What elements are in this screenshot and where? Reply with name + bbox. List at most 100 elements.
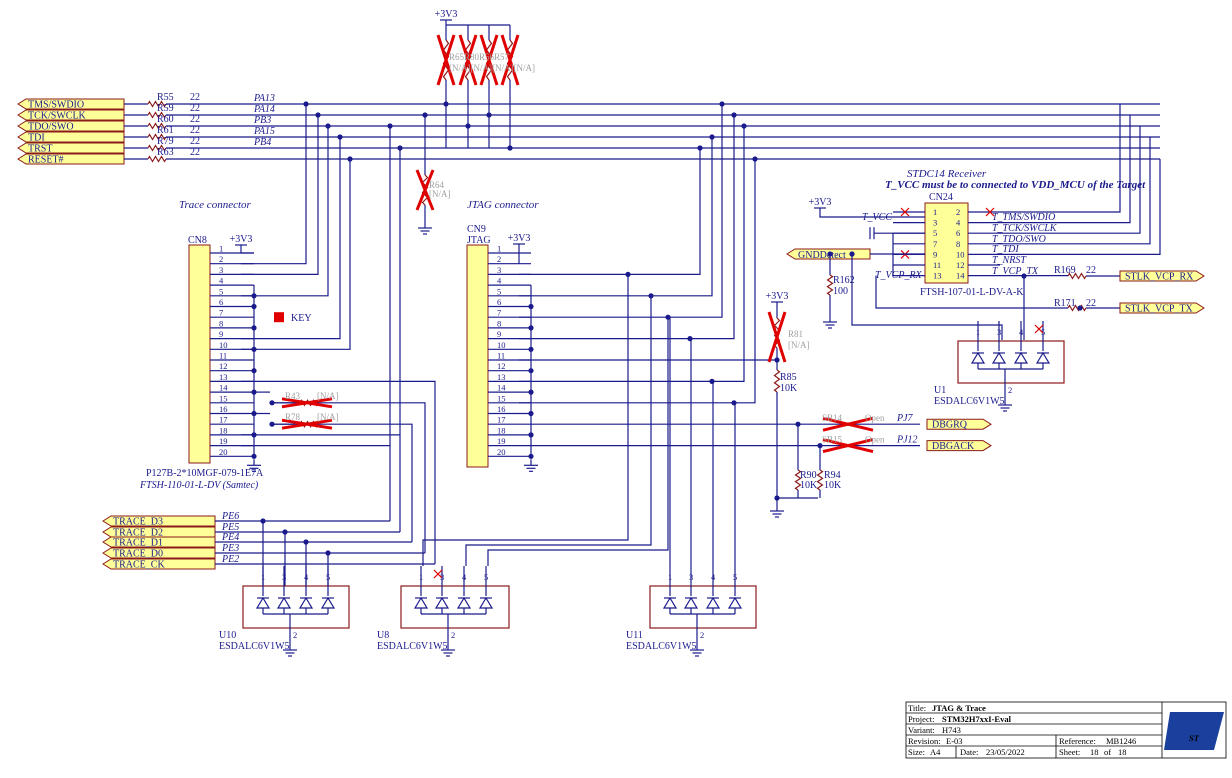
cn8-pin-number: 13 xyxy=(219,372,228,382)
net-label: PA13 xyxy=(253,93,275,104)
cn8-pin-number: 7 xyxy=(219,308,223,318)
stdc-note: T_VCC must be to connected to VDD_MCU of… xyxy=(885,179,1146,191)
cn8-pin-number: 8 xyxy=(219,318,223,328)
esd-chip xyxy=(400,585,510,629)
esd-pin-number: 1 xyxy=(976,327,980,337)
esd-pin-number: 4 xyxy=(462,572,467,582)
resistor-value: 22 xyxy=(190,103,200,114)
dnp-cross xyxy=(822,438,874,454)
junction-dot xyxy=(251,325,257,331)
trace-title: Trace connector xyxy=(179,199,252,211)
cn24-pin-left: 3 xyxy=(933,218,937,228)
esd-pin-number: 4 xyxy=(1019,327,1024,337)
resistor-ref: R59 xyxy=(157,103,174,114)
trace-net: PE5 xyxy=(221,522,239,533)
wire xyxy=(1000,115,1131,224)
cn24-pin-left: 5 xyxy=(933,228,937,238)
tvs-diode xyxy=(255,596,271,609)
tvs-diode xyxy=(705,596,721,609)
tvs-diode xyxy=(434,596,450,609)
trace-net: PE3 xyxy=(221,543,239,554)
tvs-diode xyxy=(991,351,1007,364)
net-label: PA14 xyxy=(253,104,275,115)
esd-pin-number: 5 xyxy=(326,572,330,582)
esd-pin-number: 2 xyxy=(1008,385,1012,395)
r43-ref: R43 xyxy=(285,391,301,401)
wire xyxy=(241,159,351,350)
sb-ref: SB15 xyxy=(822,435,843,445)
resistor-symbol xyxy=(147,144,167,152)
dnp-cross xyxy=(458,34,478,86)
esd-ref: U8 xyxy=(377,630,389,641)
r78-value: [N/A] xyxy=(317,412,339,422)
cn9-pin-number: 20 xyxy=(497,447,506,457)
trace-net: PE2 xyxy=(221,554,239,565)
r162-value: 100 xyxy=(833,286,848,297)
junction-dot xyxy=(422,112,428,118)
r81-value: [N/A] xyxy=(788,340,810,350)
nc-cross xyxy=(433,569,443,579)
cn24-pin-right: 4 xyxy=(956,218,961,228)
junction-dot xyxy=(528,325,534,331)
cn8-pin-number: 1 xyxy=(219,244,223,254)
wire xyxy=(241,380,436,564)
junction-dot xyxy=(443,101,449,107)
net-label: PB4 xyxy=(253,137,271,148)
supply-label: +3V3 xyxy=(508,233,531,244)
resistor-ref: R61 xyxy=(157,125,174,136)
cn24-body xyxy=(924,202,969,284)
gnd-detect-label: GNDDetect xyxy=(798,250,846,261)
resistor-ref: R55 xyxy=(157,92,174,103)
cn9-pin-number: 9 xyxy=(497,329,501,339)
wire xyxy=(241,137,341,340)
cn9-pin-number: 3 xyxy=(497,265,501,275)
supply-label: +3V3 xyxy=(809,197,832,208)
tvs-diode xyxy=(727,596,743,609)
r94-value: 10K xyxy=(824,480,842,491)
esd-pin-number: 1 xyxy=(419,572,423,582)
cn8-pin-number: 19 xyxy=(219,436,228,446)
cn9-pin-number: 12 xyxy=(497,361,506,371)
junction-dot xyxy=(731,112,737,118)
junction-dot xyxy=(347,156,353,162)
esd-pin-number: 3 xyxy=(282,572,286,582)
sb-net: PJ12 xyxy=(896,435,918,446)
tvs-diode xyxy=(1035,351,1051,364)
junction-dot xyxy=(397,145,403,151)
port-text: DBGRQ xyxy=(932,420,968,431)
port-text: TRACE_D0 xyxy=(113,549,163,560)
wire xyxy=(519,104,723,318)
tvs-diode xyxy=(320,596,336,609)
cn24-pin-left: 1 xyxy=(933,207,937,217)
title-block: Title:JTAG & TraceProject:STM32H7xxI-Eva… xyxy=(905,701,1227,759)
key-marker xyxy=(274,312,284,323)
junction-dot xyxy=(528,346,534,352)
tb-variant: H743 xyxy=(942,725,961,735)
dnp-cross xyxy=(281,397,333,409)
trace-net: PE4 xyxy=(221,532,239,543)
wire xyxy=(519,126,745,382)
junction-dot xyxy=(528,432,534,438)
wire xyxy=(487,317,669,566)
cn24-net-right: T_VCP_TX xyxy=(992,266,1039,277)
port-label xyxy=(926,418,992,430)
tb-title: JTAG & Trace xyxy=(932,703,986,713)
junction-dot xyxy=(486,112,492,118)
port-label xyxy=(1119,302,1205,314)
junction-dot xyxy=(315,112,321,118)
cn8-pin-number: 2 xyxy=(219,254,223,264)
junction-dot xyxy=(528,389,534,395)
cn9-pin-number: 16 xyxy=(497,404,506,414)
junction-dot xyxy=(719,101,725,107)
r64-value: [N/A] xyxy=(429,189,451,199)
port-text: TRACE_D1 xyxy=(113,538,163,549)
resistor-ref: R79 xyxy=(157,136,174,147)
dnp-cross xyxy=(500,34,520,86)
tb-reference: MB1246 xyxy=(1106,736,1136,746)
st-logo xyxy=(1164,712,1224,750)
tb-sheet-of: of xyxy=(1104,747,1111,757)
wire xyxy=(422,274,629,566)
wire xyxy=(241,434,401,532)
resistor-ref: R63 xyxy=(157,147,174,158)
